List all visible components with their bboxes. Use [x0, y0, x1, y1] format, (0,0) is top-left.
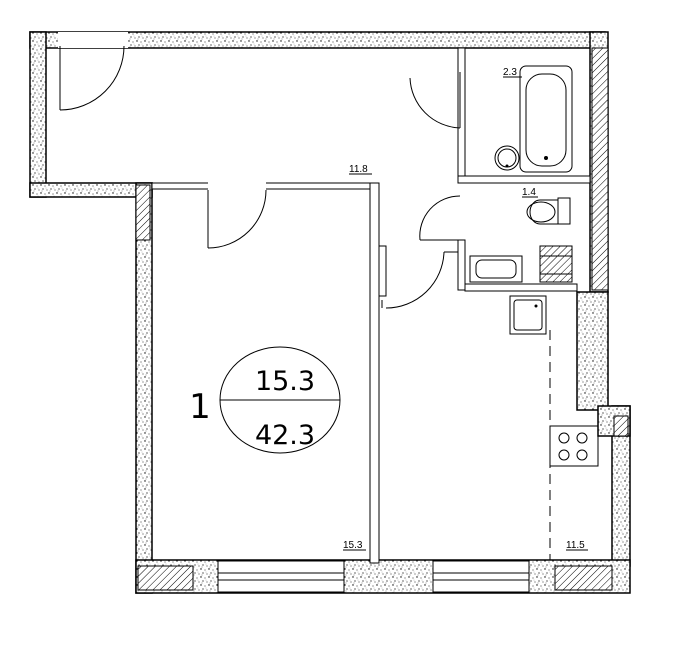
sink-bathroom	[494, 145, 520, 171]
interior-walls	[151, 47, 591, 564]
toilet-area-label: 1.4	[522, 187, 536, 198]
stove	[549, 425, 599, 467]
area-badge: 15.3 42.3 1	[189, 346, 341, 454]
room-labels: 11.8 2.3 1.4 15.3 11.5	[343, 67, 588, 551]
entrance-door	[58, 32, 128, 111]
kitchen-sink	[509, 295, 547, 335]
living-area-value: 15.3	[255, 366, 315, 397]
hall-area-label: 11.8	[349, 164, 368, 175]
room-number: 1	[189, 387, 211, 427]
bathtub	[519, 65, 573, 173]
kitchen-area-label: 11.5	[566, 540, 585, 551]
windows	[217, 560, 530, 593]
bedroom-area-label: 15.3	[343, 540, 363, 551]
toilet-bowl	[526, 197, 571, 225]
washing-machine	[469, 245, 573, 283]
hatched-columns	[135, 47, 629, 591]
bathroom-area-label: 2.3	[503, 67, 517, 78]
door-swings	[207, 72, 461, 309]
exterior-walls	[29, 31, 631, 594]
total-area-value: 42.3	[255, 420, 315, 451]
